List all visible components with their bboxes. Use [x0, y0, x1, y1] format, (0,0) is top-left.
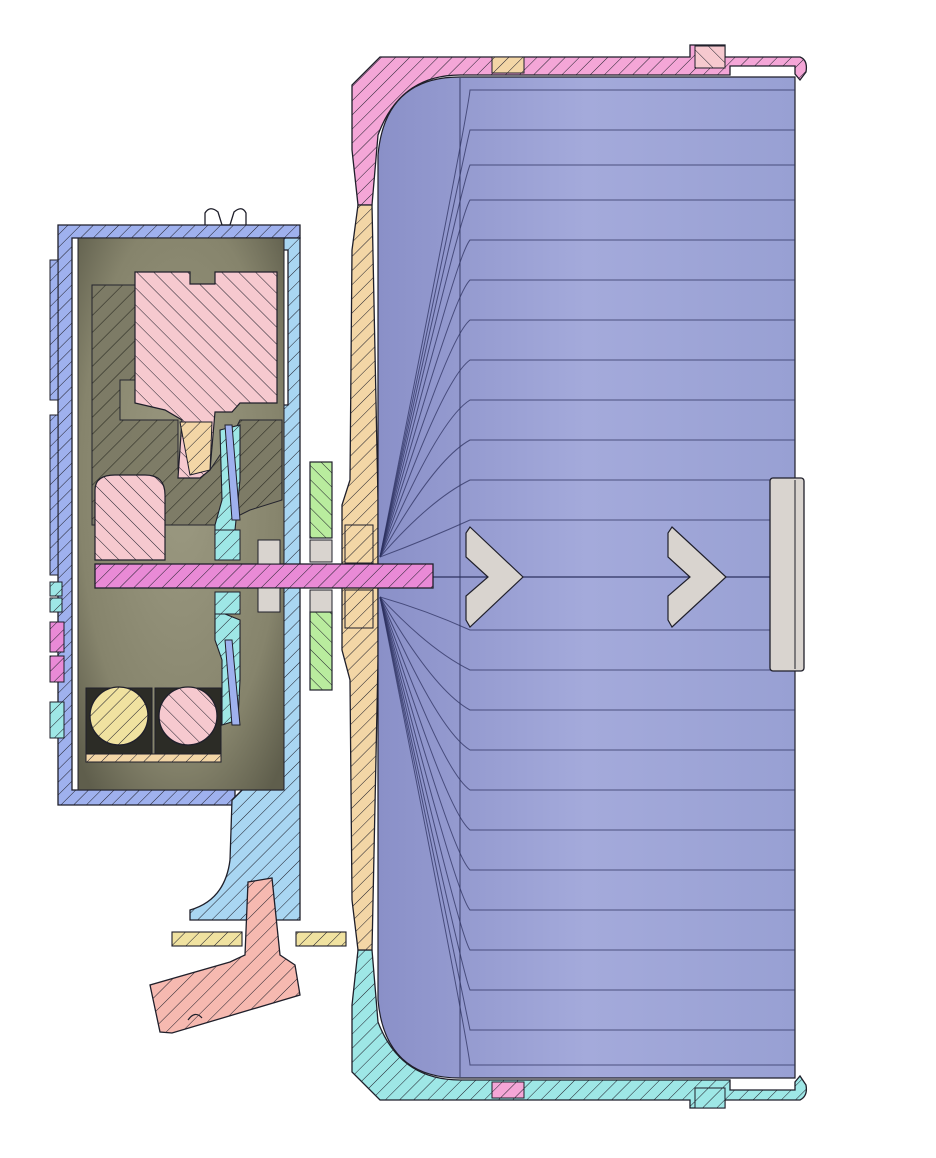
rim-insert-bottom	[491, 1081, 525, 1099]
bowl-rib	[379, 279, 795, 558]
bowl-rib	[379, 359, 795, 558]
end-cap-plate	[769, 477, 805, 672]
bowl-rib	[379, 596, 795, 751]
bowl-rib	[379, 164, 795, 558]
rotor-block	[134, 271, 278, 479]
coupling-hub-top	[214, 529, 241, 561]
bowl-hub-bottom	[344, 589, 374, 629]
left-peach-cap	[94, 474, 166, 561]
left-tab-pink-1	[49, 621, 65, 653]
bowl-hub-top	[344, 524, 374, 564]
bowl-top-rim	[351, 44, 808, 206]
bowl-rib	[379, 239, 795, 558]
bowl-rib	[379, 519, 795, 558]
bowl-rib	[379, 129, 795, 558]
screw-notch	[187, 1013, 203, 1021]
left-tab-cyan-3	[49, 701, 65, 739]
left-tab-cyan-1	[49, 581, 63, 597]
bowl-rib	[379, 399, 795, 558]
rim-clip-bottom	[694, 1087, 726, 1109]
bowl-rib	[379, 596, 795, 871]
drive-shaft	[94, 563, 434, 589]
bowl-rib	[379, 319, 795, 558]
bowl-rib	[379, 199, 795, 558]
bowl-rib	[379, 89, 795, 558]
bowl-rib	[379, 596, 795, 991]
bowl-rib	[379, 596, 795, 951]
spring-plate-lower	[224, 639, 241, 726]
mount-screw	[149, 877, 301, 1034]
flow-chevron-1	[465, 526, 524, 628]
left-tab-1	[49, 259, 59, 401]
bowl-rib	[379, 596, 795, 791]
motor-housing	[49, 208, 434, 921]
left-tab-cyan-2	[49, 597, 63, 613]
bracket-bar-right	[295, 931, 347, 947]
bowl-rib	[379, 596, 795, 1066]
rim-clip-top	[694, 45, 726, 69]
rim-insert-top	[491, 56, 525, 74]
bowl-bottom-rim	[351, 949, 808, 1109]
bowl	[341, 44, 808, 1109]
mount-assembly	[149, 877, 347, 1034]
bowl-rib	[379, 439, 795, 558]
cylinders	[85, 686, 222, 763]
housing-top-knob	[204, 208, 247, 226]
flow-chevron-2	[667, 526, 727, 628]
bearing-lower	[257, 587, 281, 613]
bowl-rib	[379, 596, 795, 631]
rotor-insert	[179, 421, 213, 476]
bowl-rib	[379, 596, 795, 671]
left-tab-pink-2	[49, 655, 65, 683]
bowl-rib	[379, 596, 795, 711]
bracket-bar-left	[171, 931, 243, 947]
left-tab-2	[49, 414, 59, 576]
housing-left-wall	[57, 224, 301, 806]
cylinder-left	[89, 686, 149, 746]
spacer-green-top	[309, 461, 333, 539]
spacer-green-bottom	[309, 611, 333, 691]
bowl-rib	[379, 596, 795, 911]
seal-gray-top	[309, 539, 333, 563]
seal-gray-bottom	[309, 589, 333, 613]
bowl-rib	[379, 479, 795, 558]
bowl-rib	[379, 596, 795, 1031]
bowl-rib	[379, 596, 795, 831]
coupling-hub-bottom	[214, 591, 241, 615]
bowl-ribs	[379, 89, 795, 1066]
cylinder-right	[158, 686, 218, 746]
cylinder-base	[85, 753, 222, 763]
spacers	[309, 461, 374, 691]
bearing-upper	[257, 539, 281, 565]
spring-plate-upper	[224, 424, 241, 521]
